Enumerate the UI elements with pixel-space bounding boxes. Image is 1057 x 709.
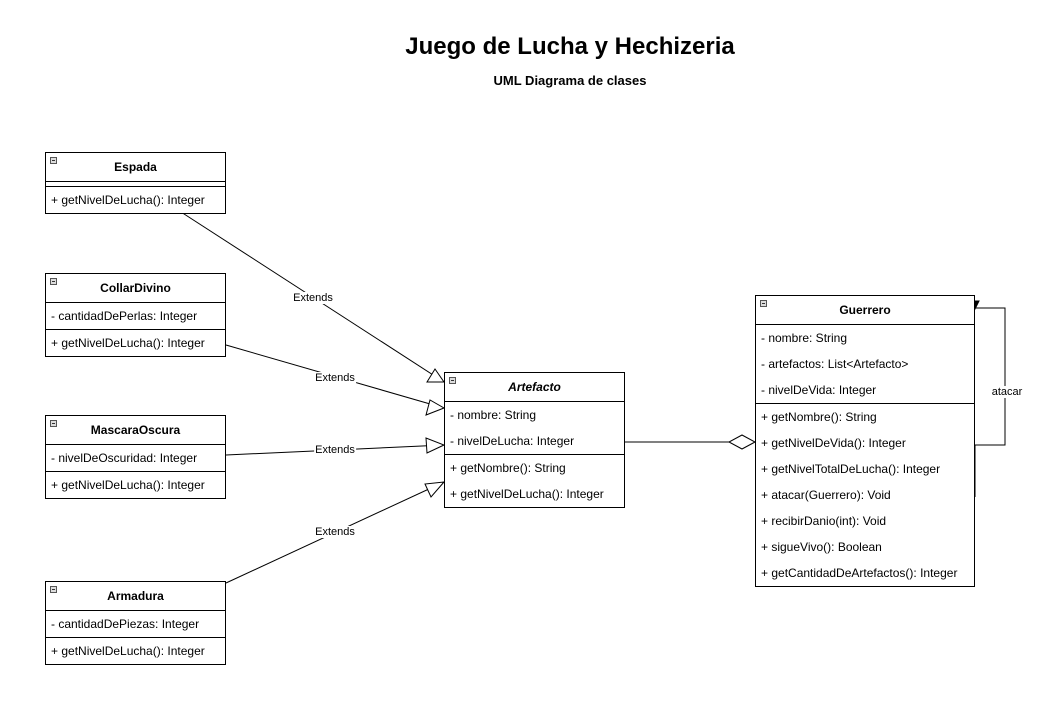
class-name: CollarDivino: [100, 281, 171, 295]
method: + recibirDanio(int): Void: [761, 514, 887, 528]
collapse-icon[interactable]: [50, 278, 57, 285]
class-name: Artefacto: [508, 380, 561, 394]
method: + getNombre(): String: [450, 461, 566, 475]
class-armadura[interactable]: Armadura - cantidadDePiezas: Integer + g…: [45, 581, 226, 665]
method: + getNivelDeLucha(): Integer: [450, 487, 604, 501]
attribute: - nivelDeOscuridad: Integer: [51, 451, 198, 465]
class-name: Armadura: [107, 589, 164, 603]
class-name: MascaraOscura: [90, 423, 181, 437]
methods-section: + getNombre(): String + getNivelDeVida()…: [756, 404, 974, 586]
class-header: Guerrero: [756, 296, 974, 325]
method: + getNivelDeLucha(): Integer: [51, 193, 205, 207]
class-header: Espada: [46, 153, 225, 182]
attributes-section: - cantidadDePiezas: Integer: [46, 611, 225, 638]
method: + getCantidadDeArtefactos(): Integer: [761, 566, 958, 580]
class-guerrero[interactable]: Guerrero - nombre: String - artefactos: …: [755, 295, 975, 587]
attribute: - nivelDeLucha: Integer: [450, 434, 575, 448]
class-header: Artefacto: [445, 373, 624, 402]
method: + getNivelDeVida(): Integer: [761, 436, 906, 450]
class-header: MascaraOscura: [46, 416, 225, 445]
attribute: - cantidadDePiezas: Integer: [51, 617, 200, 631]
extends-label-mascara: Extends: [314, 444, 356, 456]
attribute: - cantidadDePerlas: Integer: [51, 309, 198, 323]
extends-arrowhead-espada: [426, 368, 445, 383]
class-espada[interactable]: Espada + getNivelDeLucha(): Integer: [45, 152, 226, 214]
method: + atacar(Guerrero): Void: [761, 488, 891, 502]
attribute: - nombre: String: [450, 408, 537, 422]
class-mascara-oscura[interactable]: MascaraOscura - nivelDeOscuridad: Intege…: [45, 415, 226, 499]
class-collar-divino[interactable]: CollarDivino - cantidadDePerlas: Integer…: [45, 273, 226, 357]
class-name: Guerrero: [839, 303, 891, 317]
extends-arrowhead-collar: [425, 399, 446, 416]
collapse-icon[interactable]: [449, 377, 456, 384]
attributes-section: - nivelDeOscuridad: Integer: [46, 445, 225, 472]
method: + getNivelDeLucha(): Integer: [51, 644, 205, 658]
attributes-section: - nombre: String - nivelDeLucha: Integer: [445, 402, 624, 455]
attribute: - artefactos: List<Artefacto>: [761, 357, 909, 371]
method: + getNivelDeLucha(): Integer: [51, 478, 205, 492]
extends-arrowhead-mascara: [425, 437, 446, 454]
attributes-section: - cantidadDePerlas: Integer: [46, 303, 225, 330]
collapse-icon[interactable]: [50, 586, 57, 593]
methods-section: + getNombre(): String + getNivelDeLucha(…: [445, 455, 624, 507]
attributes-section: [46, 182, 225, 187]
collapse-icon[interactable]: [760, 300, 767, 307]
method: + getNivelTotalDeLucha(): Integer: [761, 462, 941, 476]
methods-section: + getNivelDeLucha(): Integer: [46, 187, 225, 213]
self-assoc-label: atacar: [990, 386, 1024, 398]
method: + getNivelDeLucha(): Integer: [51, 336, 205, 350]
diagram-subtitle: UML Diagrama de clases: [493, 73, 647, 88]
collapse-icon[interactable]: [50, 420, 57, 427]
class-artefacto[interactable]: Artefacto - nombre: String - nivelDeLuch…: [444, 372, 625, 508]
extends-label-armadura: Extends: [314, 526, 356, 538]
methods-section: + getNivelDeLucha(): Integer: [46, 330, 225, 356]
extends-arrowhead-armadura: [424, 481, 446, 498]
methods-section: + getNivelDeLucha(): Integer: [46, 472, 225, 498]
class-header: Armadura: [46, 582, 225, 611]
class-header: CollarDivino: [46, 274, 225, 303]
aggregation-diamond: [727, 434, 757, 450]
attribute: - nivelDeVida: Integer: [761, 383, 877, 397]
attributes-section: - nombre: String - artefactos: List<Arte…: [756, 325, 974, 404]
collapse-icon[interactable]: [50, 157, 57, 164]
class-name: Espada: [114, 160, 157, 174]
extends-label-espada: Extends: [292, 292, 334, 304]
method: + getNombre(): String: [761, 410, 877, 424]
self-assoc-line: [974, 307, 1006, 497]
extends-label-collar: Extends: [314, 372, 356, 384]
method: + sigueVivo(): Boolean: [761, 540, 882, 554]
attribute: - nombre: String: [761, 331, 848, 345]
diagram-title: Juego de Lucha y Hechizeria: [405, 33, 735, 60]
methods-section: + getNivelDeLucha(): Integer: [46, 638, 225, 664]
